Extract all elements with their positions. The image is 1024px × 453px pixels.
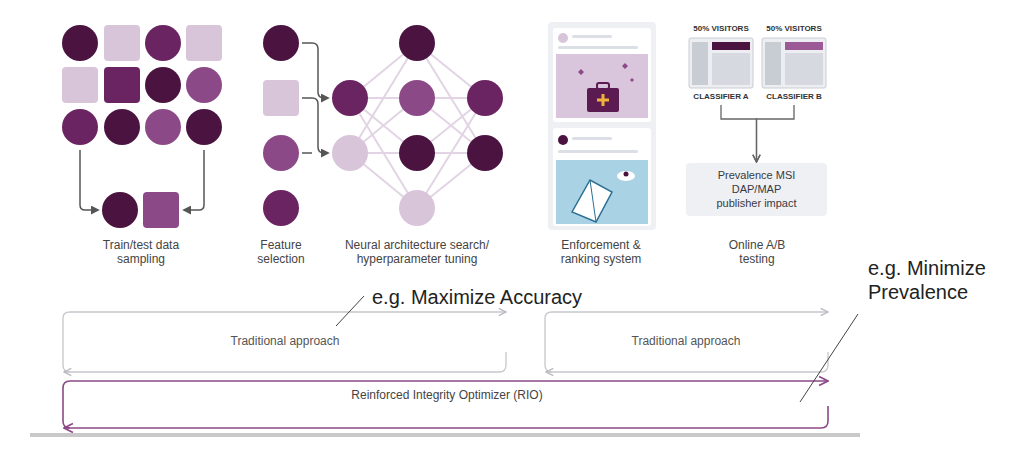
sample-grid	[62, 25, 222, 228]
classifier-panel: 50% VISITORS CLASSIFIER A	[686, 24, 756, 102]
metric-text: Prevalence MSI DAP/MAP publisher impact	[716, 169, 798, 210]
stage-caption: Train/test data sampling	[86, 238, 196, 267]
metric-box: Prevalence MSI DAP/MAP publisher impact	[686, 163, 827, 216]
stage-caption: Neural architecture search/ hyperparamet…	[327, 238, 507, 267]
traffic-label: 50% VISITORS	[686, 24, 756, 34]
approach-label: Traditional approach	[185, 334, 385, 348]
classifier-label: CLASSIFIER A	[693, 92, 749, 102]
leader-line	[336, 296, 364, 326]
network-units	[332, 25, 503, 226]
ground-bar	[30, 433, 860, 437]
stage-caption: Online A/B testing	[712, 238, 802, 267]
approach-label: Reinforced Integrity Optimizer (RIO)	[347, 388, 547, 402]
traffic-label: 50% VISITORS	[759, 24, 829, 34]
callout-note: e.g. Minimize Prevalence	[868, 256, 1018, 304]
approach-label: Traditional approach	[586, 334, 786, 348]
callout-note: e.g. Maximize Accuracy	[372, 285, 642, 309]
classifier-panels	[689, 38, 826, 88]
feature-column	[263, 25, 328, 226]
neural-network	[350, 43, 485, 208]
approach-brackets	[63, 312, 828, 428]
stage-caption: Enforcement & ranking system	[546, 238, 656, 267]
classifier-panel: 50% VISITORS CLASSIFIER B	[759, 24, 829, 102]
merge-connector	[757, 105, 795, 162]
stage-caption: Feature selection	[246, 238, 316, 267]
leader-line	[800, 314, 858, 402]
merge-connector	[721, 105, 757, 162]
classifier-label: CLASSIFIER B	[766, 92, 822, 102]
feed-panel	[548, 22, 656, 230]
